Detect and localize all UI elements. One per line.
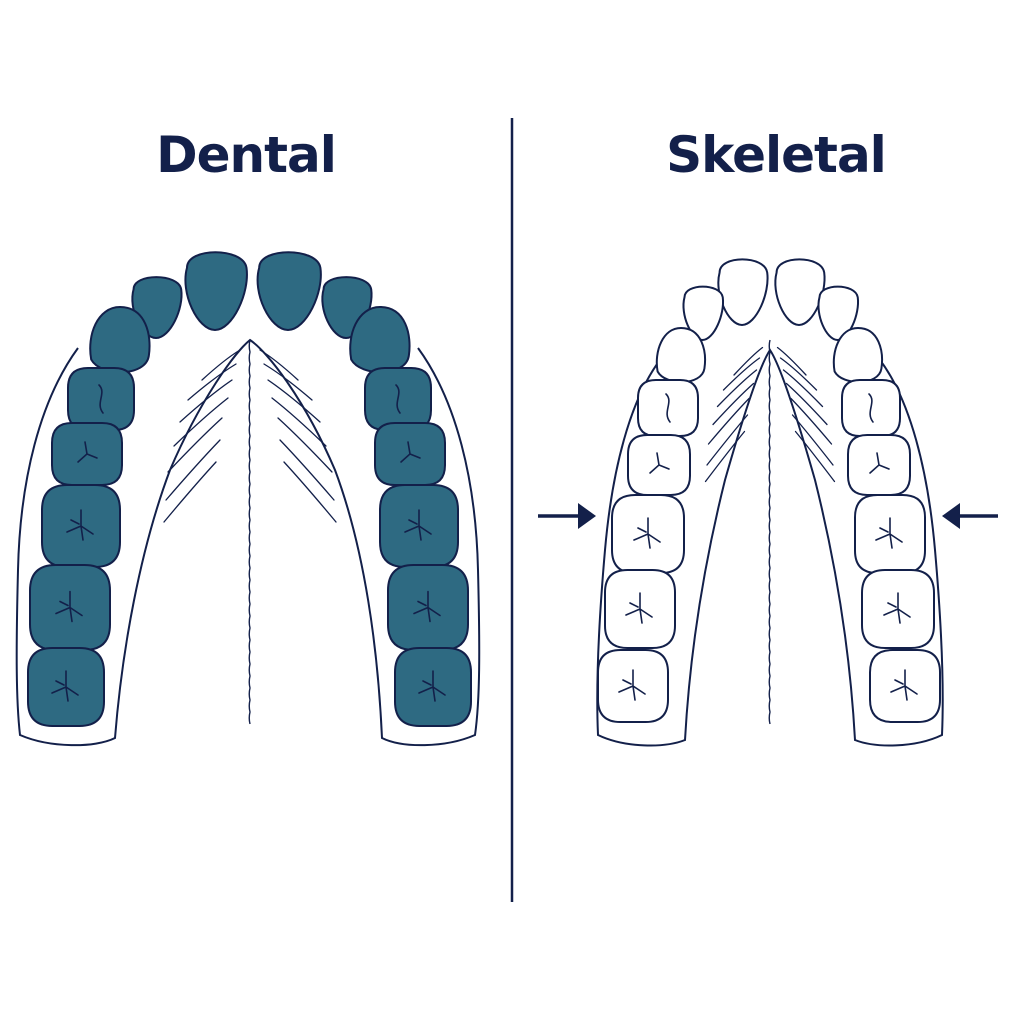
tooth-fissure bbox=[868, 393, 874, 423]
palate-ruga bbox=[707, 397, 750, 445]
palate-ruga bbox=[165, 439, 221, 501]
palate-ruga bbox=[271, 397, 327, 447]
tooth-fissure bbox=[875, 517, 903, 549]
tooth bbox=[655, 326, 706, 383]
dental-arch bbox=[15, 251, 481, 747]
palate-ruga bbox=[201, 349, 241, 381]
tooth bbox=[717, 258, 769, 327]
tooth-fissure bbox=[883, 592, 911, 624]
tooth-fissure bbox=[55, 590, 83, 623]
palate-ruga bbox=[277, 417, 333, 473]
palate-midline bbox=[248, 339, 251, 725]
palate-ruga bbox=[722, 357, 761, 391]
palate-ruga bbox=[776, 346, 807, 376]
tooth-fissure bbox=[869, 452, 890, 474]
skeletal-palate bbox=[704, 339, 836, 725]
tooth bbox=[349, 305, 411, 374]
tooth-fissure bbox=[66, 509, 94, 541]
tooth-fissure bbox=[413, 590, 441, 623]
palate-ruga bbox=[794, 430, 836, 483]
tooth bbox=[682, 285, 724, 342]
palate-ruga bbox=[163, 461, 217, 523]
tooth-fissure bbox=[98, 384, 104, 414]
tooth bbox=[89, 305, 151, 374]
palate-ruga bbox=[779, 357, 818, 391]
tooth-fissure bbox=[649, 452, 670, 474]
tooth-fissure bbox=[890, 669, 918, 701]
palate-ruga bbox=[187, 363, 237, 401]
skeletal-arch bbox=[596, 258, 944, 747]
palate-ruga bbox=[173, 397, 229, 447]
palate-ruga bbox=[179, 379, 233, 423]
skeletal-teeth bbox=[597, 258, 941, 723]
arrow-left-icon bbox=[942, 503, 998, 529]
dental-teeth bbox=[27, 251, 472, 727]
tooth-fissure bbox=[633, 517, 661, 549]
tooth-fissure bbox=[404, 509, 432, 541]
palate-ruga bbox=[167, 417, 223, 473]
palate-ruga bbox=[283, 461, 337, 523]
tooth-fissure bbox=[418, 670, 446, 702]
tooth bbox=[832, 326, 883, 383]
palate-ruga bbox=[790, 397, 833, 445]
palate-ruga bbox=[706, 414, 749, 466]
tooth bbox=[774, 258, 826, 327]
tooth-fissure bbox=[51, 670, 79, 702]
palate-ruga bbox=[782, 369, 824, 408]
palate-ruga bbox=[733, 346, 764, 376]
tooth-fissure bbox=[625, 592, 653, 624]
palate-ruga bbox=[267, 379, 321, 423]
tooth-fissure bbox=[77, 441, 98, 463]
tooth bbox=[817, 285, 859, 342]
dental-title: Dental bbox=[156, 126, 337, 184]
palate-ruga bbox=[704, 430, 746, 483]
palate-ruga bbox=[716, 369, 758, 408]
tooth-fissure bbox=[400, 441, 421, 463]
dental-palate bbox=[163, 339, 337, 725]
palate-ruga bbox=[712, 382, 755, 426]
palate-ruga bbox=[263, 363, 313, 401]
tooth bbox=[184, 251, 248, 332]
tooth-fissure bbox=[618, 669, 646, 701]
tooth bbox=[256, 251, 322, 332]
palate-ruga bbox=[791, 414, 834, 466]
palate-midline bbox=[768, 339, 771, 725]
palate-ruga bbox=[259, 349, 299, 381]
palate-ruga bbox=[785, 382, 828, 426]
skeletal-title: Skeletal bbox=[666, 126, 887, 184]
arrow-right-icon bbox=[538, 503, 596, 529]
tooth-fissure bbox=[395, 384, 401, 414]
tooth-fissure bbox=[665, 393, 671, 423]
palate-ruga bbox=[279, 439, 335, 501]
